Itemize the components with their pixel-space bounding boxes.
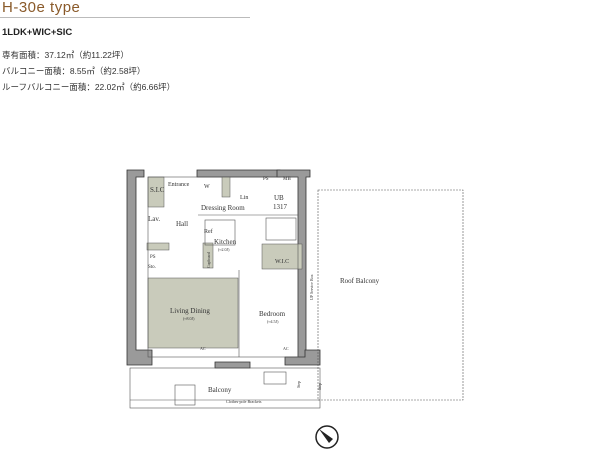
walls bbox=[126, 169, 321, 369]
label-ps2: PS bbox=[150, 255, 156, 260]
label-ac1: AC bbox=[200, 346, 206, 351]
page-title: H-30e type bbox=[2, 0, 81, 16]
balcony-area: バルコニー面積：8.55㎡（約2.58坪） bbox=[2, 66, 146, 76]
label-kitchen: Kitchen bbox=[214, 238, 237, 246]
label-ub-size: 1317 bbox=[273, 203, 288, 211]
label-cupboard: Cupboard bbox=[206, 252, 211, 268]
divider bbox=[0, 17, 250, 18]
label-bedroom-size: (≈4.5J) bbox=[267, 319, 279, 324]
label-mb: MB bbox=[283, 177, 291, 182]
label-clothes-pole: Clothes-pole Brackets bbox=[226, 399, 262, 404]
label-hall: Hall bbox=[176, 220, 188, 228]
label-bedroom: Bedroom bbox=[259, 310, 286, 318]
label-w: W bbox=[204, 184, 210, 190]
label-ref: Ref bbox=[204, 228, 213, 235]
label-balcony: Balcony bbox=[208, 386, 232, 394]
roof-balcony-area: ルーフバルコニー面積：22.02㎡（約6.66坪） bbox=[2, 82, 176, 92]
label-ac2: AC bbox=[283, 346, 289, 351]
plan-type: 1LDK+WIC+SIC bbox=[2, 27, 73, 38]
exclusive-area: 専有面積：37.12㎡（約11.22坪） bbox=[2, 50, 129, 60]
label-entrance: Entrance bbox=[168, 182, 190, 188]
label-living-dining: Living Dining bbox=[170, 307, 210, 315]
compass-icon bbox=[315, 425, 339, 449]
label-living-size: (≈8.0J) bbox=[183, 316, 195, 321]
label-ps1: PS bbox=[263, 177, 269, 182]
label-roof-balcony: Roof Balcony bbox=[340, 277, 380, 285]
label-dressing-room: Dressing Room bbox=[201, 204, 245, 212]
label-wic: W.I.C bbox=[275, 259, 289, 265]
label-ub: UB bbox=[274, 194, 284, 202]
label-sic: S.I.C bbox=[150, 186, 165, 194]
label-step1: Step bbox=[296, 381, 301, 388]
label-lav: Lav. bbox=[148, 215, 160, 223]
label-service-box: UP Service Box bbox=[309, 274, 314, 300]
label-lin: Lin bbox=[240, 195, 248, 201]
label-kitchen-size: (≈2.0J) bbox=[218, 247, 230, 252]
label-step2: Step bbox=[317, 383, 322, 390]
label-sto: Sto. bbox=[148, 265, 156, 270]
